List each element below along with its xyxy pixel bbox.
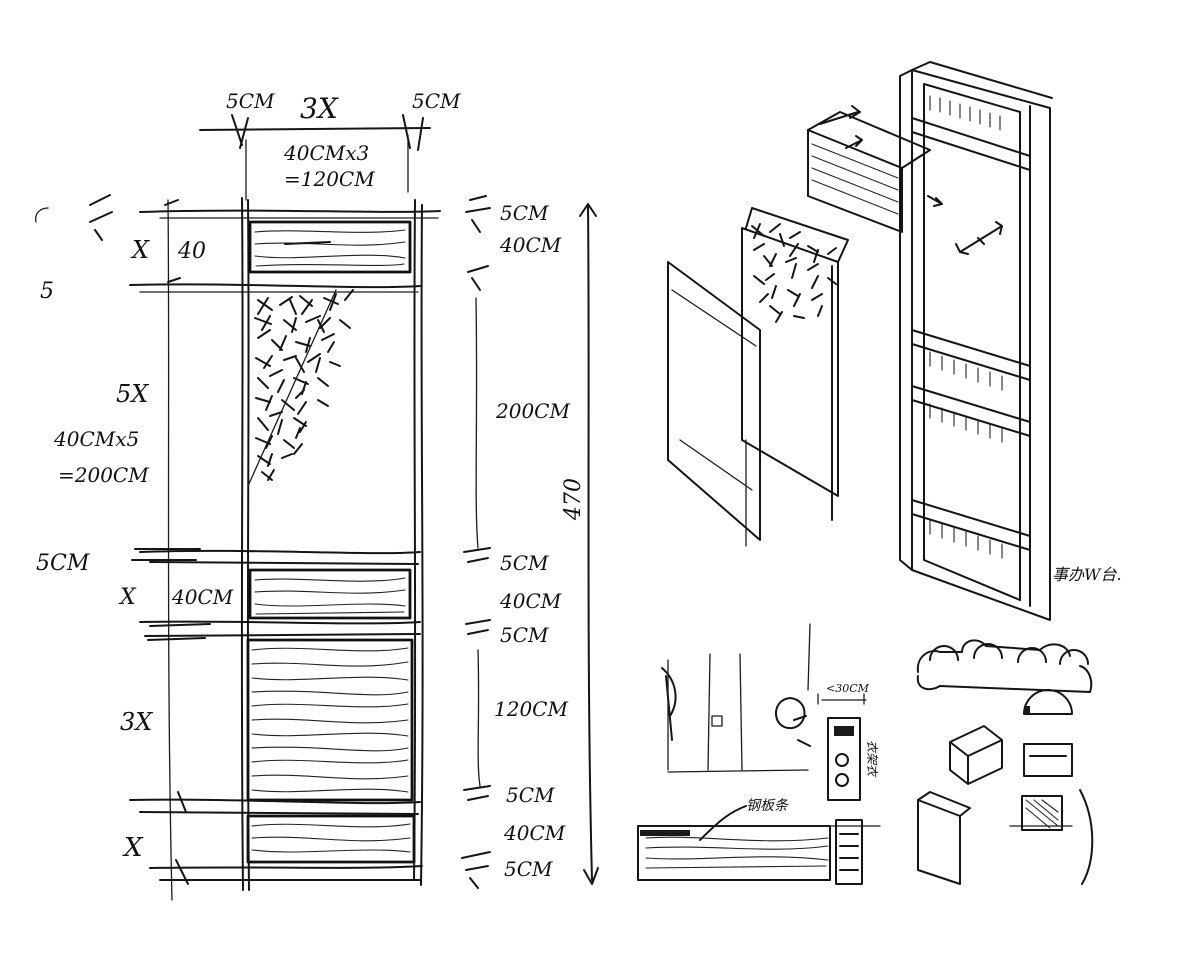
top-width-label: 3X: [300, 92, 339, 125]
top-left-margin-label: 5CM: [226, 89, 275, 113]
right-dim-5: 40CM: [499, 589, 562, 613]
left-5x: 5X: [116, 380, 149, 408]
left-bottom-x: X: [122, 833, 144, 863]
plan-dim: <30CM: [826, 682, 870, 695]
plan-side-text: 衣架衣: [865, 740, 879, 778]
total-height-label: 470: [561, 478, 586, 521]
left-five: 5: [40, 279, 54, 304]
right-dim-9: 40CM: [503, 821, 566, 845]
top-formula-1: 40CMx3: [283, 141, 369, 165]
labels: 5CM 3X 5CM 40CMx3 =120CM X 40 5 5X 40CMx…: [36, 89, 1122, 881]
left-lower-5cm: 5CM: [36, 551, 90, 576]
right-dim-1: 5CM: [500, 201, 549, 225]
left-top-40: 40: [177, 239, 206, 264]
right-dim-2: 40CM: [499, 233, 562, 257]
plan-note: 钢板条: [746, 798, 789, 814]
lattice-pattern: [247, 289, 354, 487]
right-dim-10: 5CM: [504, 857, 553, 881]
top-formula-2: =120CM: [284, 167, 375, 191]
isometric-cabinet: [667, 61, 1053, 621]
right-dim-3: 200CM: [495, 399, 570, 423]
iso-note: 事办W台.: [1052, 565, 1122, 584]
left-top-x: X: [130, 236, 150, 264]
right-dim-4: 5CM: [500, 551, 549, 575]
right-dim-7: 120CM: [494, 697, 568, 721]
plan-sketch: [637, 623, 881, 885]
right-dim-6: 5CM: [500, 623, 549, 647]
top-right-margin-label: 5CM: [412, 89, 461, 113]
detail-sketches: [916, 639, 1094, 885]
left-formula-1: 40CMx5: [53, 427, 139, 451]
right-dim-8: 5CM: [506, 783, 555, 807]
left-formula-2: =200CM: [58, 463, 149, 487]
left-lower-x: X: [118, 585, 137, 610]
left-lower-40cm: 40CM: [171, 585, 234, 609]
elevation-drawing: [34, 114, 599, 901]
left-3x: 3X: [120, 708, 153, 736]
